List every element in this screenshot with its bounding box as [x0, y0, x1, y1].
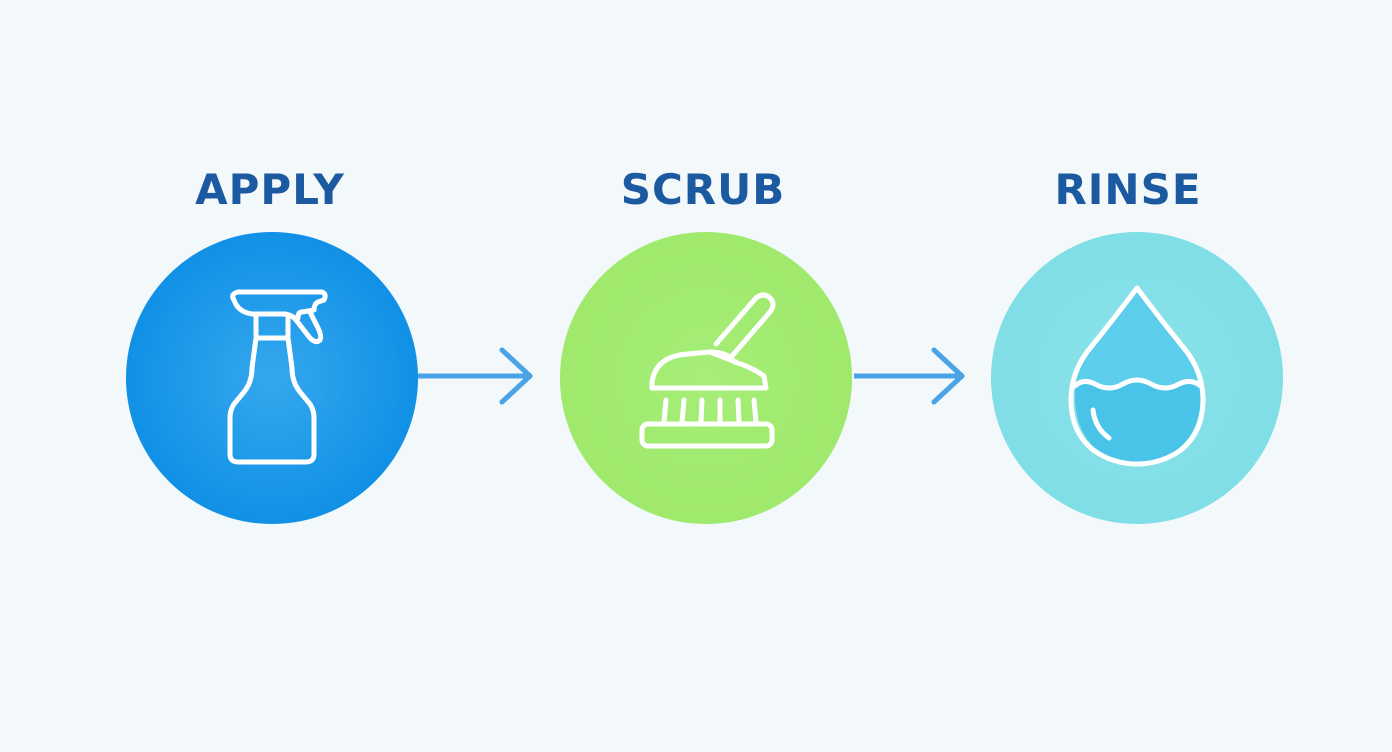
- step-circle-rinse: [991, 232, 1283, 524]
- arrow-apply-to-scrub: [415, 346, 538, 406]
- water-drop-icon: [1068, 285, 1206, 467]
- arrow-scrub-to-rinse: [851, 346, 968, 406]
- spray-bottle-icon: [227, 289, 328, 465]
- scrub-brush-icon: [639, 292, 776, 449]
- step-label-scrub: SCRUB: [620, 165, 786, 214]
- step-circle-scrub: [560, 232, 852, 524]
- step-label-apply: APPLY: [195, 165, 345, 214]
- step-label-rinse: RINSE: [1054, 165, 1202, 214]
- step-circle-apply: [126, 232, 418, 524]
